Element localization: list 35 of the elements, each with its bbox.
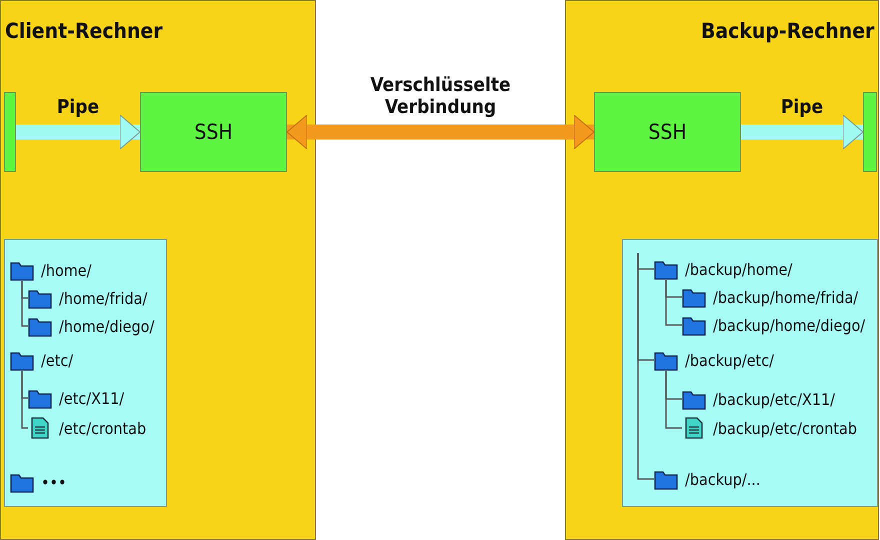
block-arrow	[286, 114, 594, 150]
path-text: /backup/...	[685, 470, 760, 488]
edge-label: Pipe	[56, 96, 100, 118]
edge-label: Pipe	[780, 96, 824, 118]
computer-panel	[565, 0, 879, 540]
path-text: •••	[41, 472, 66, 492]
path-text: /backup/home/diego/	[713, 316, 866, 334]
tree-line	[665, 280, 682, 326]
panel-title: Backup-Rechner	[701, 19, 874, 43]
computer-panel	[0, 0, 316, 540]
path-text: /backup/home/frida/	[713, 288, 858, 306]
process-box: SSH	[140, 92, 287, 172]
path-text: /etc/crontab	[59, 418, 146, 438]
directory-panel	[622, 239, 878, 507]
process-box: SSH	[594, 92, 741, 172]
tree-line	[665, 371, 682, 429]
path-text: /home/diego/	[59, 316, 154, 336]
directory-panel	[4, 239, 167, 507]
tree-line	[637, 253, 654, 480]
block-arrow	[16, 114, 140, 150]
edge-label: Verschlüsselte Verbindung	[369, 74, 512, 118]
path-text: /backup/home/	[685, 260, 792, 278]
tree-line	[21, 371, 28, 429]
path-text: /backup/etc/crontab	[713, 418, 857, 438]
path-text: /backup/etc/X11/	[713, 390, 835, 408]
path-text: /backup/etc/	[685, 350, 774, 370]
process-box	[863, 92, 877, 172]
path-text: /etc/	[41, 350, 74, 370]
process-box	[4, 92, 16, 172]
tree-line	[21, 281, 28, 327]
path-text: /etc/X11/	[59, 388, 124, 408]
path-text: /home/	[41, 260, 92, 280]
panel-title: Client-Rechner	[5, 19, 163, 43]
block-arrow	[741, 114, 864, 150]
path-text: /home/frida/	[59, 288, 148, 308]
